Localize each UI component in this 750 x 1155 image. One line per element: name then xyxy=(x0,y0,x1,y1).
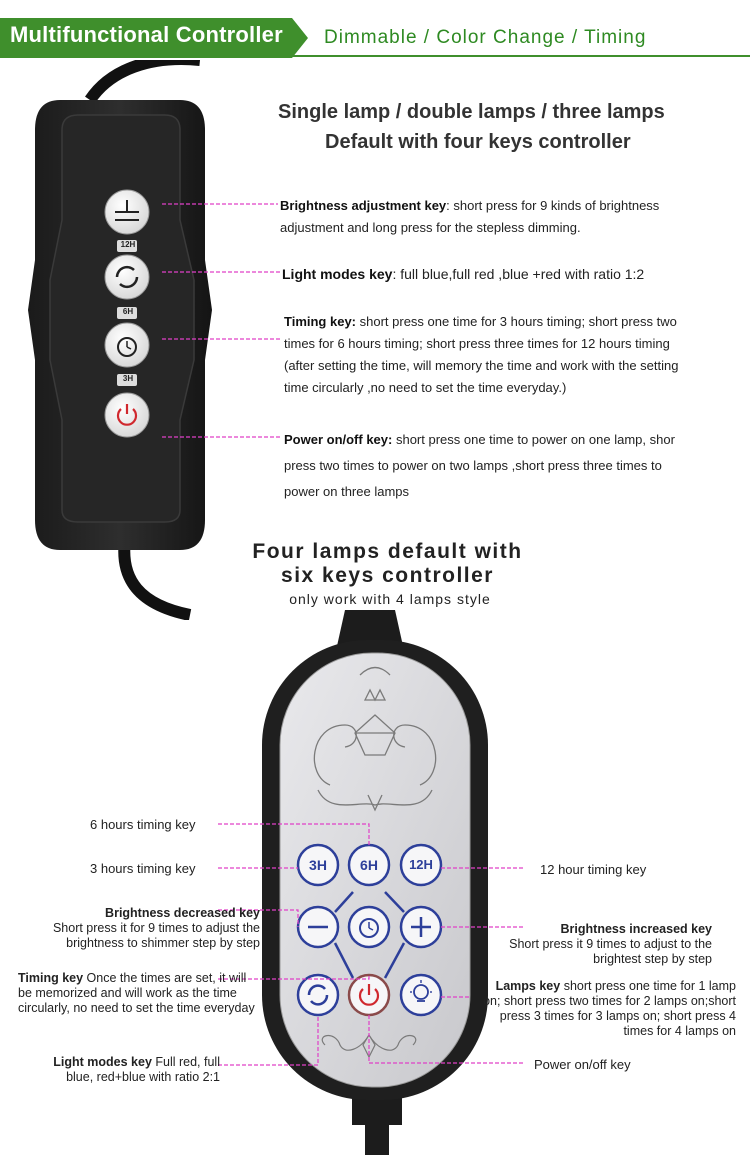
lamps-key-text: short press one time for 1 lamp on; shor… xyxy=(483,979,736,1038)
label-timing-key: Timing key Once the times are set, it wi… xyxy=(18,971,258,1016)
timing-button[interactable] xyxy=(349,907,389,947)
lamps-button[interactable] xyxy=(401,975,441,1015)
timing-title: Timing key: xyxy=(284,314,357,329)
light-modes-title: Light modes key xyxy=(282,266,393,282)
cable-top xyxy=(85,60,200,104)
section2-note: only work with 4 lamps style xyxy=(289,591,491,607)
light-modes-key-title: Light modes key xyxy=(53,1055,152,1069)
section1-heading-line2: Default with four keys controller xyxy=(325,131,631,153)
power-desc: Power on/off key: short press one time t… xyxy=(284,427,684,505)
header-banner xyxy=(0,18,292,58)
section1-heading-line1: Single lamp / double lamps / three lamps xyxy=(278,101,665,123)
brightness-increase-button[interactable] xyxy=(401,907,441,947)
header-underline xyxy=(292,55,750,57)
light-modes-key-text: Full red, full blue, red+blue with ratio… xyxy=(66,1055,220,1084)
timing-desc: Timing key: short press one time for 3 h… xyxy=(284,311,694,399)
brightness-decreased-title: Brightness decreased key xyxy=(105,906,260,920)
timing-12h-button[interactable]: 12H xyxy=(409,857,433,872)
brightness-adjustment-title: Brightness adjustment key xyxy=(280,198,447,213)
power-title: Power on/off key: xyxy=(284,432,393,447)
label-brightness-decreased: Brightness decreased key Short press it … xyxy=(22,906,260,951)
lamps-key-title: Lamps key xyxy=(495,979,561,993)
brightness-decrease-button[interactable] xyxy=(298,907,338,947)
mark-3h: 3H xyxy=(122,374,134,383)
timing-key-text: Once the times are set, it will be memor… xyxy=(18,971,255,1015)
brightness-adjustment-desc: Brightness adjustment key: short press f… xyxy=(280,195,710,239)
mark-6h: 6H xyxy=(122,307,134,316)
light-modes-button[interactable] xyxy=(298,975,338,1015)
cable-bottom xyxy=(118,539,192,620)
header-banner-arrow xyxy=(292,18,308,58)
brightness-adjustment-text: : short press for 9 kinds of brightness … xyxy=(280,198,660,235)
label-light-modes: Light modes key Full red, full blue, red… xyxy=(40,1055,220,1085)
section2-heading-line1: Four lamps default with xyxy=(252,540,523,563)
brightness-increased-text: Short press it 9 times to adjust to the … xyxy=(509,937,712,966)
label-brightness-increased: Brightness increased key Short press it … xyxy=(494,922,712,967)
header-title: Multifunctional Controller xyxy=(10,22,283,47)
label-power: Power on/off key xyxy=(534,1057,631,1072)
section2-heading-line2: six keys controller xyxy=(281,564,494,587)
mark-12h: 12H xyxy=(120,240,136,249)
timing-key-title: Timing key xyxy=(18,971,84,985)
timing-6h-button[interactable]: 6H xyxy=(360,857,378,873)
brightness-increased-title: Brightness increased key xyxy=(560,922,712,936)
power-text: short press one time to power on one lam… xyxy=(284,432,675,499)
label-lamps-key: Lamps key short press one time for 1 lam… xyxy=(478,979,736,1039)
brightness-decreased-text: Short press it for 9 times to adjust the… xyxy=(52,921,260,950)
header-subtitle: Dimmable / Color Change / Timing xyxy=(324,27,647,48)
power-button[interactable] xyxy=(349,975,389,1015)
four-key-controller-graphic xyxy=(28,60,282,620)
light-modes-text: : full blue,full red ,blue +red with rat… xyxy=(392,266,645,282)
light-modes-desc: Light modes key: full blue,full red ,blu… xyxy=(282,263,712,285)
label-12-hours: 12 hour timing key xyxy=(540,862,647,877)
timing-3h-button[interactable]: 3H xyxy=(309,857,327,873)
six-key-controller-graphic xyxy=(218,610,525,1155)
timing-text: short press one time for 3 hours timing;… xyxy=(284,314,679,395)
label-6-hours: 6 hours timing key xyxy=(90,817,196,832)
label-3-hours: 3 hours timing key xyxy=(90,861,196,876)
